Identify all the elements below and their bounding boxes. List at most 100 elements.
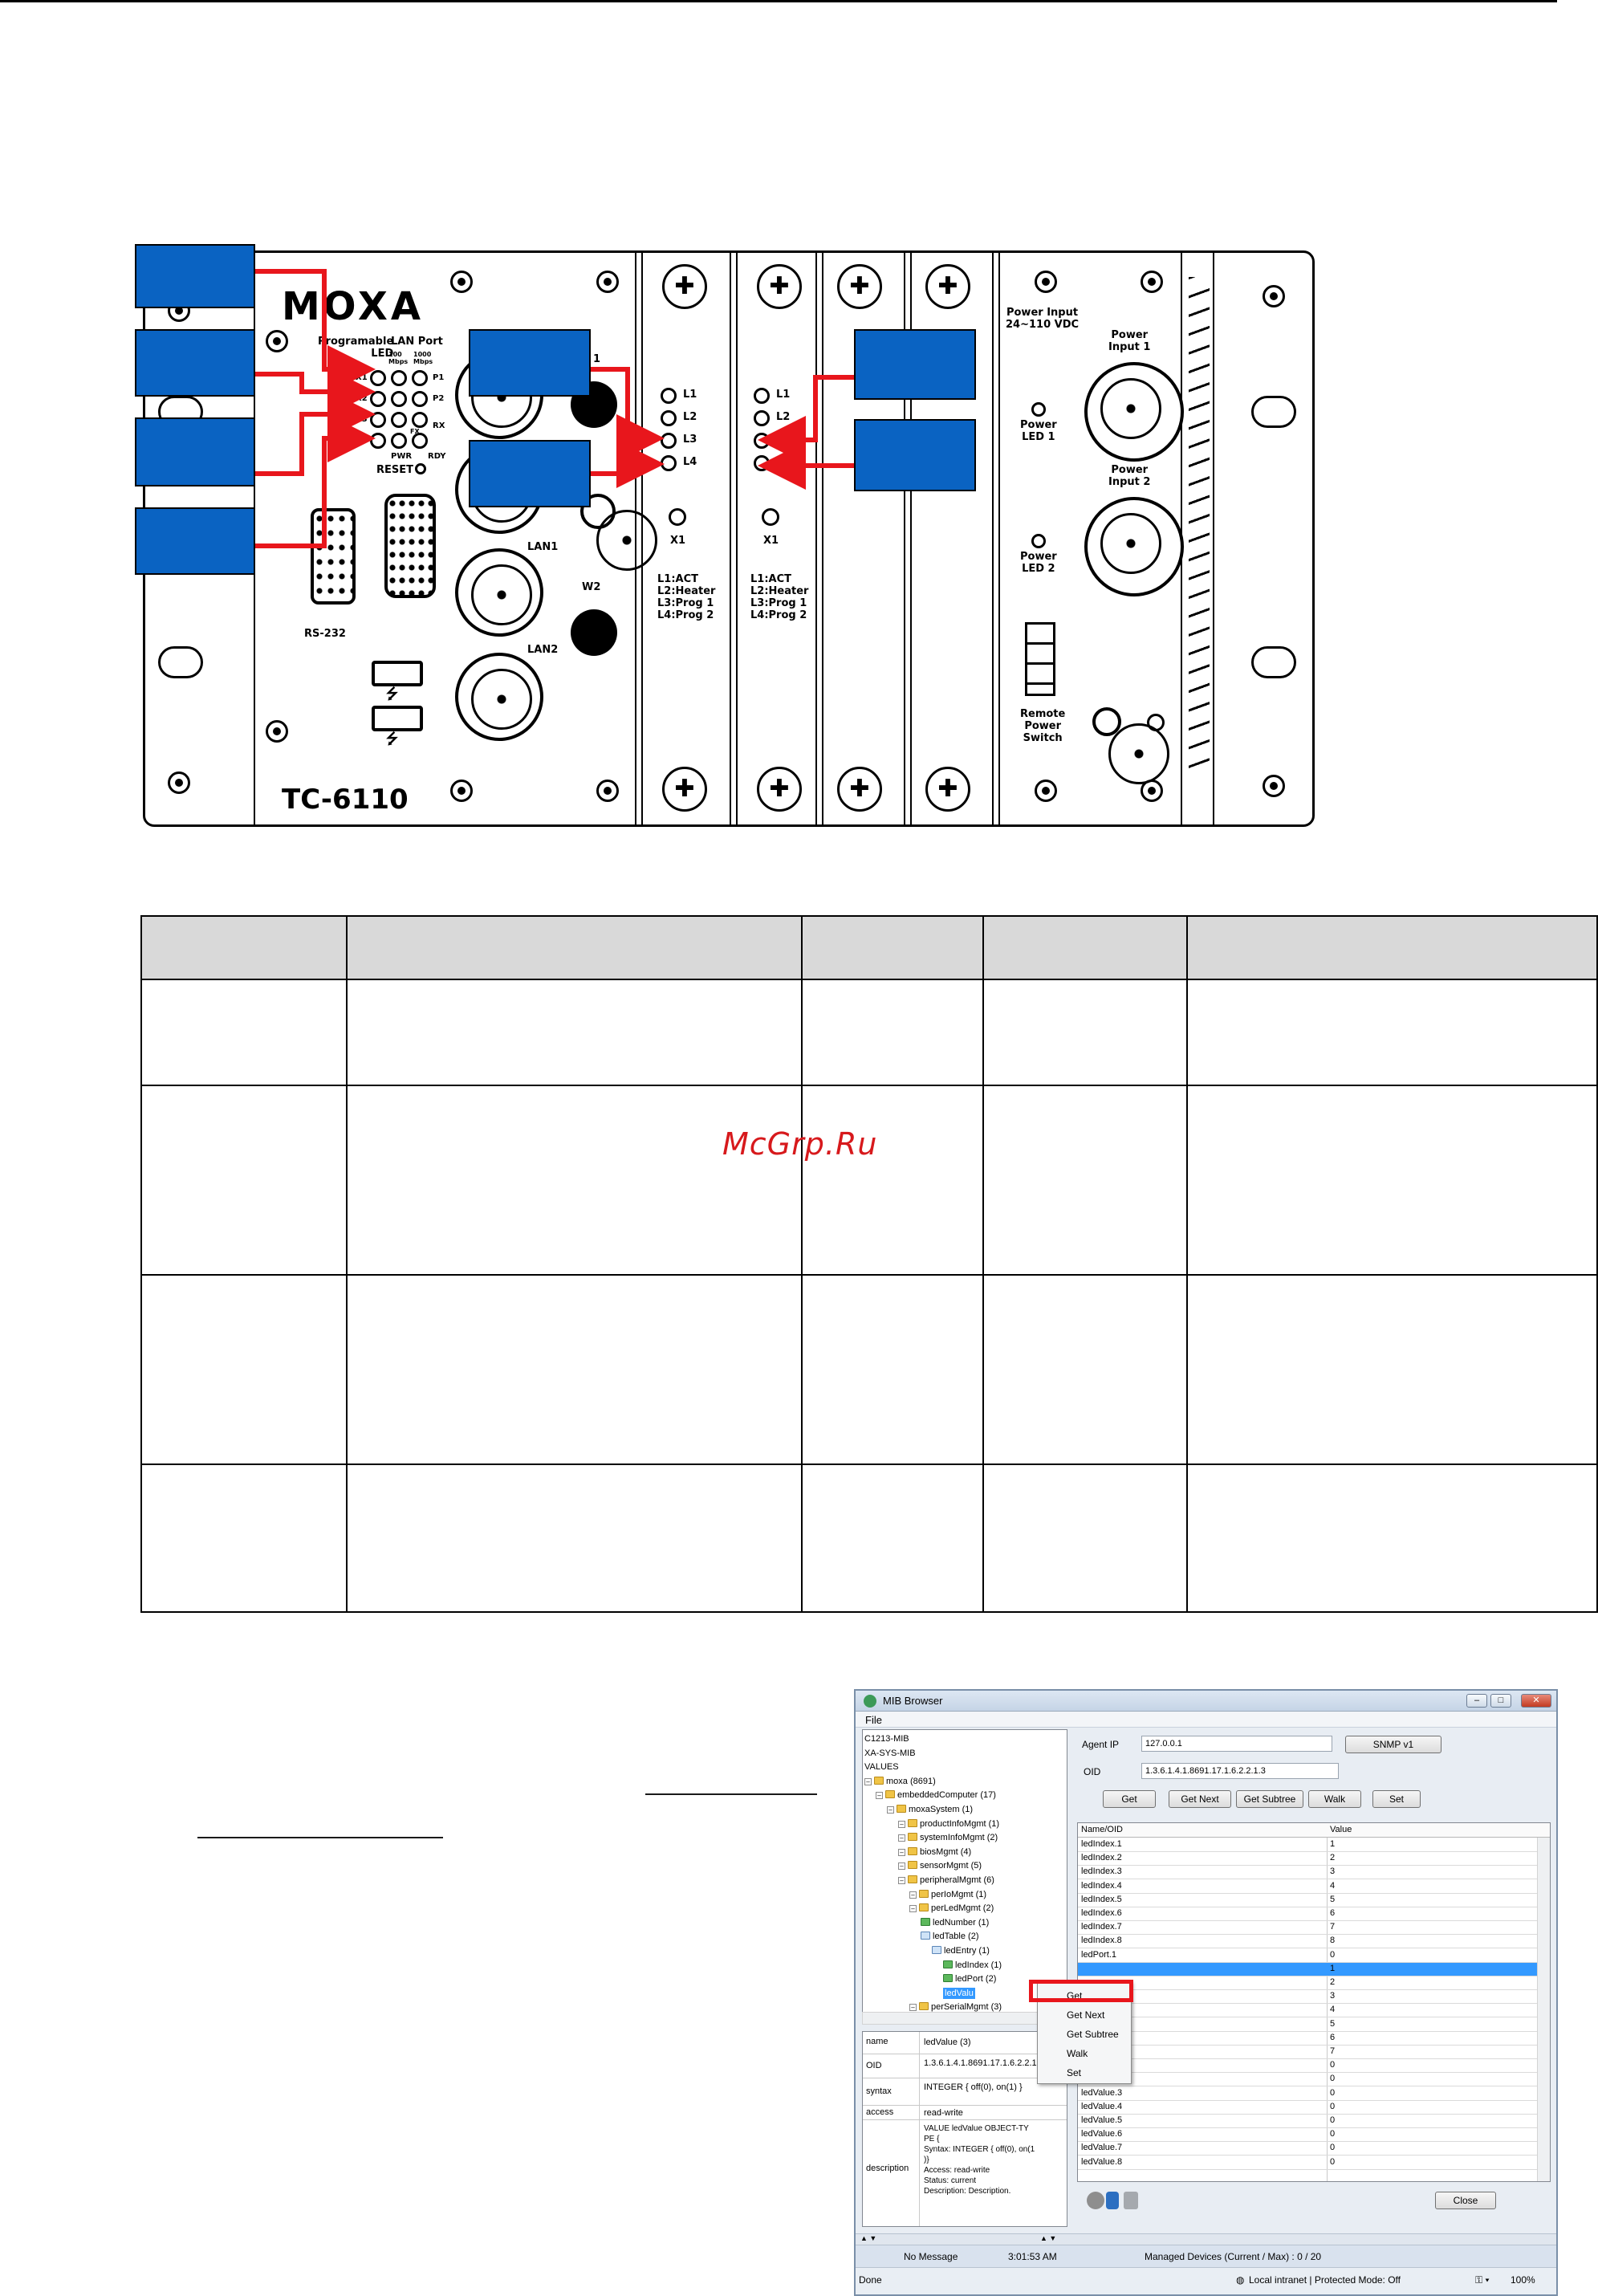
grid-row[interactable]: 5: [1078, 2018, 1537, 2032]
grid-cell-name: ledIndex.3: [1081, 1867, 1122, 1877]
minimize-button[interactable]: –: [1466, 1694, 1487, 1708]
screw: [1141, 271, 1163, 293]
expander-icon[interactable]: –: [909, 1891, 917, 1899]
context-menu-walk[interactable]: Walk: [1067, 2048, 1088, 2059]
tree-node[interactable]: XA-SYS-MIB: [864, 1748, 916, 1759]
grid-scrollbar[interactable]: [1537, 1838, 1550, 2181]
close-button[interactable]: Close: [1435, 2192, 1496, 2209]
tree-node[interactable]: ledEntry (1): [932, 1945, 990, 1956]
callout-box: [135, 244, 255, 308]
splitter-bar[interactable]: ▲ ▼ ▲ ▼: [856, 2233, 1556, 2245]
maximize-button[interactable]: □: [1490, 1694, 1511, 1708]
snmp-get-button[interactable]: Get: [1103, 1790, 1156, 1808]
expander-icon[interactable]: –: [887, 1806, 894, 1814]
expander-icon[interactable]: –: [909, 2004, 917, 2012]
led-table: [140, 915, 1598, 1613]
tree-node[interactable]: –embeddedComputer (17): [876, 1789, 996, 1801]
expander-icon[interactable]: –: [898, 1862, 905, 1871]
snmp-get-next-button[interactable]: Get Next: [1169, 1790, 1231, 1808]
mib-tree[interactable]: C1213-MIB XA-SYS-MIB VALUES –moxa (8691) –em…: [862, 1729, 1067, 2025]
tree-node[interactable]: –sensorMgmt (5): [898, 1860, 982, 1871]
export-icon[interactable]: [1106, 2192, 1119, 2209]
menu-file[interactable]: File: [865, 1714, 882, 1726]
tree-node[interactable]: –productInfoMgmt (1): [898, 1818, 999, 1830]
tree-node[interactable]: –perIoMgmt (1): [909, 1889, 986, 1900]
tree-node[interactable]: ledIndex (1): [943, 1960, 1002, 1971]
grid-row[interactable]: 7: [1078, 2046, 1537, 2059]
grid-cell-value: 1: [1330, 1839, 1336, 1849]
snmp-walk-button[interactable]: Walk: [1308, 1790, 1361, 1808]
window-title: MIB Browser: [883, 1695, 943, 1707]
grid-row[interactable]: 0: [1078, 2059, 1537, 2074]
snmp-get-subtree-button[interactable]: Get Subtree: [1236, 1790, 1303, 1808]
tree-node[interactable]: –peripheralMgmt (6): [898, 1875, 994, 1886]
tree-node[interactable]: –moxa (8691): [864, 1776, 936, 1787]
hyperlink-underline[interactable]: [645, 1793, 817, 1795]
grid-row[interactable]: 2: [1078, 1976, 1537, 1990]
grid-row[interactable]: 3: [1078, 1990, 1537, 2005]
expander-icon[interactable]: –: [898, 1820, 905, 1828]
context-menu-get-next[interactable]: Get Next: [1067, 2009, 1105, 2021]
tree-node[interactable]: VALUES: [864, 1761, 899, 1773]
tree-node[interactable]: ledPort (2): [943, 1973, 996, 1985]
tree-node[interactable]: –biosMgmt (4): [898, 1846, 971, 1858]
snmp-set-button[interactable]: Set: [1372, 1790, 1421, 1808]
grid-row[interactable]: ledValue.20: [1078, 2073, 1537, 2087]
expander-icon[interactable]: –: [898, 1834, 905, 1842]
tree-node-label: perLedMgmt (2): [931, 1903, 994, 1914]
lock-icon[interactable]: ⚿ ▾: [1475, 2274, 1490, 2286]
grid-cell-value: 0: [1330, 2074, 1336, 2084]
led-p1-label: P1: [433, 373, 445, 382]
tree-node[interactable]: –perSerialMgmt (3): [909, 2001, 1002, 2013]
grid-cell-name: ledIndex.5: [1081, 1894, 1122, 1904]
tree-node[interactable]: ledNumber (1): [921, 1917, 989, 1928]
hyperlink-underline[interactable]: [197, 1837, 443, 1838]
card2-legend: L1:ACT L2:Heater L3:Prog 1 L4:Prog 2: [750, 573, 809, 621]
tree-node[interactable]: – perLedMgmt (2): [909, 1903, 994, 1914]
grid-row[interactable]: 6: [1078, 2032, 1537, 2046]
tree-node[interactable]: –systemInfoMgmt (2): [898, 1832, 998, 1843]
lan-led: [412, 370, 428, 386]
grid-row[interactable]: 1: [1078, 1962, 1537, 1976]
grid-row[interactable]: 4: [1078, 2004, 1537, 2018]
expander-icon[interactable]: –: [898, 1848, 905, 1856]
tree-node[interactable]: –moxaSystem (1): [887, 1804, 973, 1815]
close-window-button[interactable]: ✕: [1521, 1694, 1551, 1708]
tree-node[interactable]: ledTable (2): [921, 1931, 978, 1942]
context-menu-set[interactable]: Set: [1067, 2067, 1082, 2078]
expander-icon[interactable]: –: [864, 1777, 872, 1785]
status-zoom[interactable]: 100%: [1511, 2274, 1535, 2286]
folder-icon: [908, 1833, 917, 1842]
agent-ip-input[interactable]: 127.0.0.1: [1141, 1736, 1332, 1752]
stop-icon[interactable]: [1087, 2192, 1104, 2209]
oid-input[interactable]: 1.3.6.1.4.1.8691.17.1.6.2.2.1.3: [1141, 1763, 1339, 1779]
tree-node[interactable]: ledValu: [943, 1987, 975, 1999]
expander-icon[interactable]: –: [898, 1877, 905, 1884]
expander-icon[interactable]: –: [876, 1792, 883, 1800]
ground-terminal: [1147, 714, 1165, 731]
callout-box: [135, 417, 255, 486]
snmp-version-button[interactable]: SNMP v1: [1345, 1736, 1441, 1753]
screw: [266, 720, 288, 743]
tree-node[interactable]: C1213-MIB: [864, 1733, 909, 1744]
expander-icon[interactable]: –: [909, 1905, 917, 1913]
trash-icon[interactable]: [1124, 2192, 1138, 2209]
thumb-screw: [837, 264, 882, 309]
context-menu-get-subtree[interactable]: Get Subtree: [1067, 2029, 1119, 2040]
